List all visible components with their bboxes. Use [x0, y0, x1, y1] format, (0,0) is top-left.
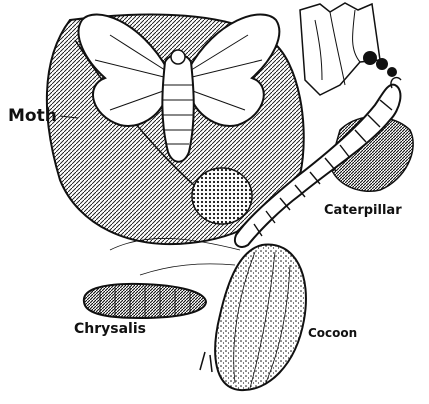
- egg-cluster: [192, 168, 252, 224]
- chrysalis-label: Chrysalis: [74, 321, 146, 337]
- moth-label: Moth: [8, 106, 57, 126]
- chrysalis: [84, 284, 206, 318]
- caterpillar-label: Caterpillar: [324, 203, 402, 218]
- cocoon-label: Cocoon: [308, 326, 357, 340]
